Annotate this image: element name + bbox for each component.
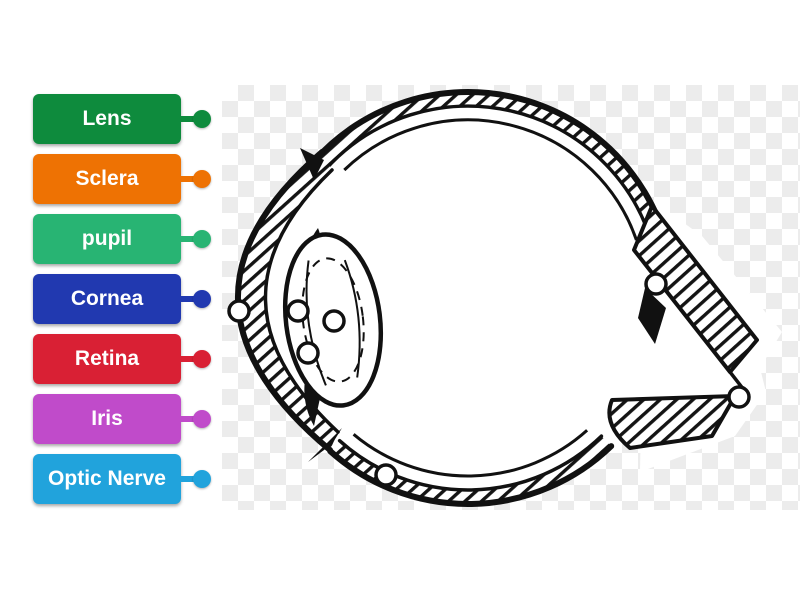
label-box[interactable]: Sclera (33, 154, 181, 204)
label-connector-dot[interactable] (193, 290, 211, 308)
label-cornea[interactable]: Cornea (33, 274, 213, 324)
hotspot-retina[interactable] (374, 463, 398, 487)
label-text: Lens (82, 107, 132, 130)
eye-diagram (227, 89, 782, 507)
sclera-ring (314, 92, 666, 504)
label-connector-stem (181, 176, 199, 182)
label-connector-stem (181, 416, 199, 422)
hotspot-pupil[interactable] (296, 341, 320, 365)
retina-line (343, 118, 638, 478)
label-text: Iris (91, 407, 123, 430)
label-box[interactable]: Iris (33, 394, 181, 444)
label-connector-dot[interactable] (193, 230, 211, 248)
label-box[interactable]: Lens (33, 94, 181, 144)
label-connector-dot[interactable] (193, 170, 211, 188)
label-box[interactable]: Retina (33, 334, 181, 384)
label-text: pupil (81, 227, 133, 250)
hotspot-sclera[interactable] (644, 272, 668, 296)
hotspot-iris[interactable] (286, 299, 310, 323)
label-sclera[interactable]: Sclera (33, 154, 213, 204)
hotspot-optic-nerve[interactable] (727, 385, 751, 409)
label-connector-stem (181, 296, 199, 302)
label-connector-stem (181, 476, 199, 482)
label-pupil[interactable]: pupil (33, 214, 213, 264)
label-box[interactable]: Optic Nerve (33, 454, 181, 504)
label-connector-dot[interactable] (193, 410, 211, 428)
label-box[interactable]: pupil (33, 214, 181, 264)
label-lens[interactable]: Lens (33, 94, 213, 144)
label-optic-nerve[interactable]: Optic Nerve (33, 454, 213, 504)
label-connector-stem (181, 236, 199, 242)
hotspot-cornea-edge[interactable] (227, 299, 251, 323)
label-text: Sclera (75, 167, 139, 190)
label-text: Retina (74, 347, 140, 370)
label-iris[interactable]: Iris (33, 394, 213, 444)
label-connector-dot[interactable] (193, 110, 211, 128)
label-text: Cornea (70, 287, 144, 310)
hotspot-group (227, 272, 751, 487)
optic-nerve-shape (607, 204, 759, 450)
label-connector-dot[interactable] (193, 470, 211, 488)
label-box[interactable]: Cornea (33, 274, 181, 324)
label-connector-dot[interactable] (193, 350, 211, 368)
sclera-outlines (311, 89, 669, 507)
label-text: Optic Nerve (48, 467, 166, 490)
label-connector-stem (181, 356, 199, 362)
label-retina[interactable]: Retina (33, 334, 213, 384)
hotspot-lens[interactable] (322, 309, 346, 333)
label-connector-stem (181, 116, 199, 122)
